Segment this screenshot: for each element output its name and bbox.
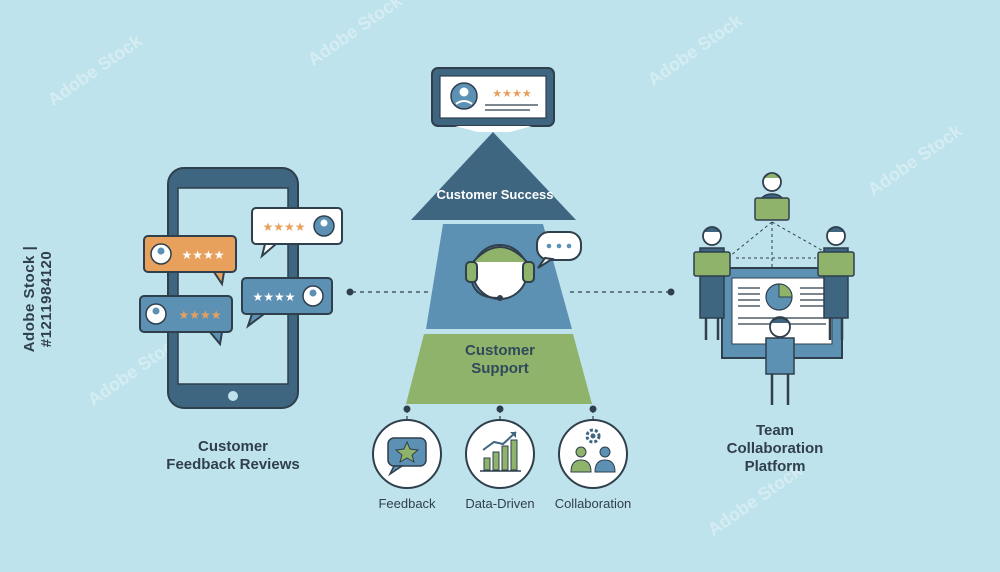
speech-bubble-icon [536, 231, 582, 269]
branch-dot [403, 405, 411, 413]
review-bubble-white: ★★★★ [251, 207, 343, 259]
circle-label-feedback: Feedback [378, 496, 436, 511]
left-caption-line1: Customer [197, 438, 268, 455]
svg-text:★★★★: ★★★★ [262, 220, 305, 234]
right-caption-line2: Collaboration [726, 440, 824, 457]
review-bubble-orange: ★★★★ [143, 235, 237, 287]
headset-agent-icon [465, 244, 535, 301]
platform-connector-lines [729, 221, 833, 268]
pyramid-bottom-label-line1: Customer [464, 342, 535, 359]
svg-text:★★★★: ★★★★ [492, 88, 532, 100]
tablet-light-beam [455, 126, 532, 132]
person-left-laptop [693, 226, 731, 340]
review-bubble-blue: ★★★★ [241, 277, 333, 329]
bar-chart-icon [465, 419, 535, 489]
circle-label-data-driven: Data-Driven [465, 496, 535, 511]
connector-dot [667, 288, 675, 296]
person-right-laptop [817, 226, 855, 340]
person-front-presenter [765, 316, 795, 405]
person-top-laptop [754, 172, 790, 221]
svg-text:★★★★: ★★★★ [178, 308, 221, 322]
left-caption-line2: Feedback Reviews [166, 456, 300, 473]
right-caption-line3: Platform [744, 458, 806, 475]
pyramid-bottom-label-line2: Support [471, 360, 529, 377]
svg-text:★★★★: ★★★★ [252, 290, 295, 304]
team-gear-icon [558, 419, 628, 489]
branch-dot [589, 405, 597, 413]
pyramid-top-tier [411, 132, 576, 220]
connector-dot [346, 288, 354, 296]
circle-label-collaboration: Collaboration [554, 496, 632, 511]
pyramid-top-label: Customer Success [436, 187, 554, 202]
review-bubble-blue-lower: ★★★★ [139, 295, 233, 347]
svg-text:★★★★: ★★★★ [181, 248, 224, 262]
tablet-review-icon: ★★★★ [431, 67, 555, 127]
pyramid-bottom-tier [406, 334, 592, 404]
right-caption-line1: Team [755, 422, 795, 439]
side-credit-text: Adobe Stock | #1211984120 [21, 245, 55, 353]
branch-dot [496, 405, 504, 413]
star-chat-icon [372, 419, 442, 489]
